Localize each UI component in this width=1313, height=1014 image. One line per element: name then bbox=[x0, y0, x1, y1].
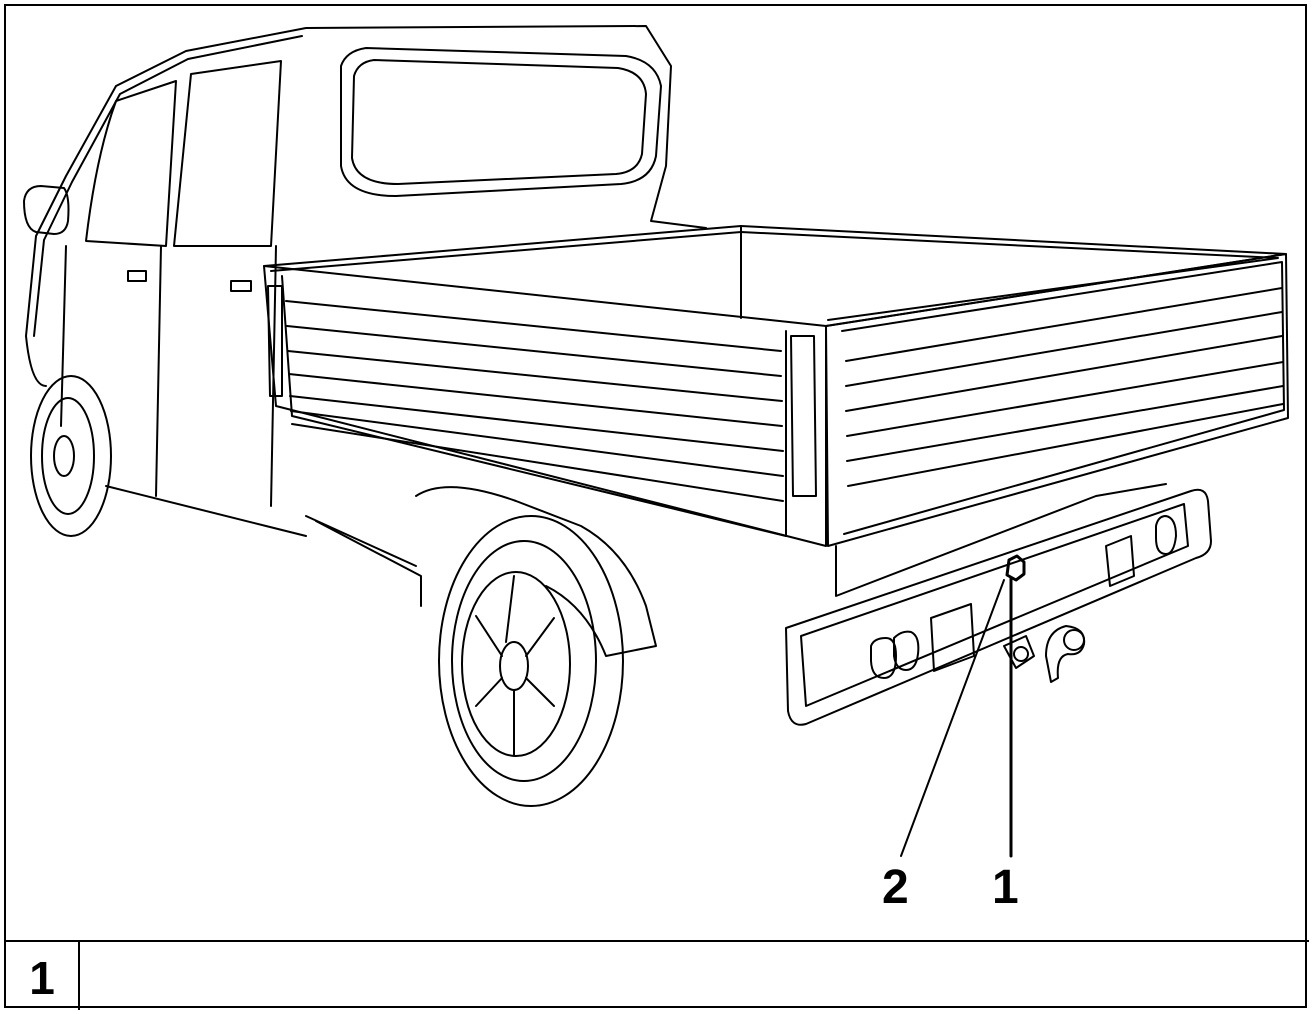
figure-number: 1 bbox=[29, 952, 55, 1004]
cab-outline bbox=[25, 25, 707, 337]
door-handle-front bbox=[127, 270, 147, 282]
rear-bumper bbox=[785, 488, 1212, 726]
door-handle-rear bbox=[230, 280, 252, 292]
side-window-front bbox=[85, 80, 177, 247]
rear-window bbox=[340, 47, 662, 197]
figure-frame: 2 1 1 bbox=[4, 4, 1309, 1010]
callout-1: 1 bbox=[992, 861, 1019, 914]
leader-line-2 bbox=[900, 579, 1005, 857]
tail-light-left bbox=[870, 637, 897, 679]
footer-divider bbox=[6, 940, 1309, 942]
socket-item-1 bbox=[1003, 635, 1035, 669]
rear-wheel bbox=[438, 515, 624, 807]
cargo-bed-rear bbox=[825, 253, 1289, 547]
front-wheel bbox=[30, 375, 112, 537]
tail-light-right bbox=[1155, 515, 1177, 555]
cargo-bed-top bbox=[263, 225, 1287, 327]
bolt-item-2 bbox=[1005, 554, 1026, 582]
figure-number-cell: 1 bbox=[6, 942, 80, 1010]
side-mirror bbox=[23, 185, 70, 235]
callout-2: 2 bbox=[882, 861, 909, 914]
pickup-truck-illustration bbox=[23, 25, 1289, 858]
rear-fender bbox=[415, 486, 657, 657]
side-window-rear bbox=[173, 60, 282, 247]
